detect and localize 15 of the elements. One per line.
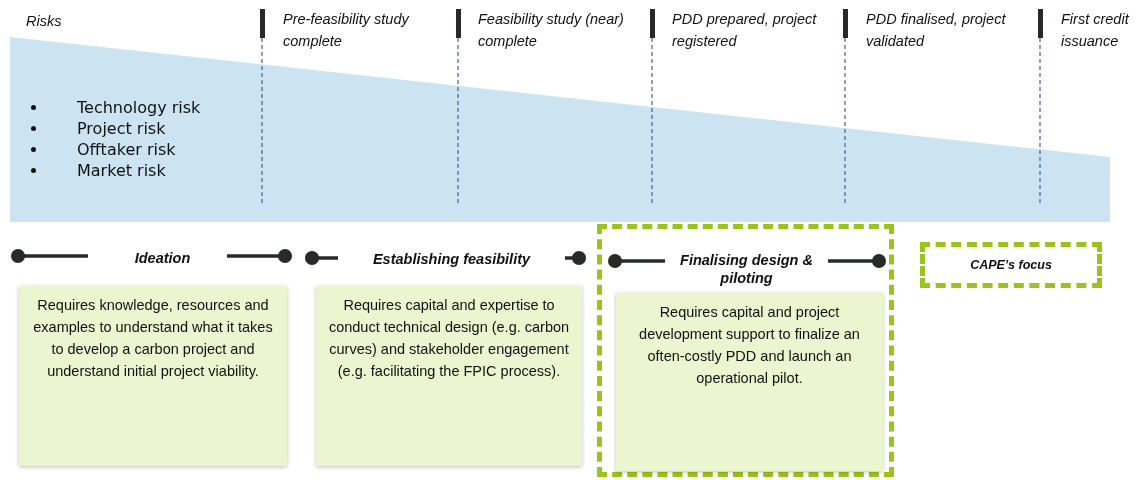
- risk-item: Project risk: [77, 118, 166, 139]
- phase-card: Requires knowledge, resources and examples to understand what it takes to develop a carbon project and understand initial project viability.: [19, 286, 287, 466]
- focus-key-box: CAPE’s focus: [920, 242, 1102, 288]
- milestone-label: Feasibility study (near) complete: [478, 10, 625, 51]
- milestone-label: PDD prepared, project registered: [672, 10, 818, 51]
- milestone-label: PDD finalised, project validated: [866, 10, 1007, 51]
- risk-item: Offtaker risk: [77, 139, 176, 160]
- phase-card: Requires capital and project development support to finalize an often-costly PDD and launch an operational pilot.: [616, 293, 883, 471]
- focus-dashed-frame: [597, 224, 894, 477]
- axis-title: Risks: [26, 12, 63, 31]
- milestone-label: Pre-feasibility study complete: [283, 10, 411, 51]
- risk-item: Technology risk: [77, 97, 201, 118]
- phase-card: Requires capital and expertise to conduct technical design (e.g. carbon curves) and stakeholder engagement (e.g. facilitating the FPIC process).: [316, 286, 582, 466]
- milestone-label: First credit issuance: [1061, 10, 1131, 51]
- risk-item: Market risk: [77, 160, 166, 181]
